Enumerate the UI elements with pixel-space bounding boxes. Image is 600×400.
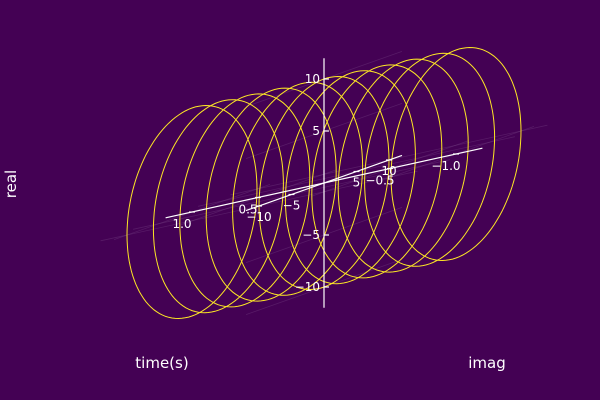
- x-tick-label: 0.5: [238, 203, 257, 217]
- y-tick-label: −10: [246, 210, 271, 224]
- series-ring: [390, 46, 522, 262]
- series-ring: [284, 70, 416, 285]
- series-ring: [179, 93, 311, 308]
- y-tick-label: −5: [283, 199, 301, 213]
- y-axis-label: imag: [468, 354, 506, 372]
- x-tick-label: −0.5: [365, 174, 394, 188]
- series-ring: [311, 64, 443, 279]
- ticks: −1.0 −0.5 0.5 1.0 −10 −5 5 10 −10 −5 5 10: [172, 72, 460, 294]
- series-ring: [152, 99, 284, 314]
- series-ring: [126, 104, 258, 320]
- series-ring: [337, 58, 469, 273]
- z-tick-label: −5: [302, 228, 320, 242]
- x-tick-label: −1.0: [431, 159, 460, 173]
- x-axis-label: time(s): [135, 354, 188, 372]
- x-tick-label: 1.0: [172, 217, 191, 231]
- axes: [165, 58, 483, 308]
- series-ring: [205, 87, 337, 302]
- curves: [126, 46, 522, 320]
- z-tick-label: 5: [312, 124, 320, 138]
- z-tick-label: −10: [295, 280, 320, 294]
- y-tick-label: 5: [353, 176, 361, 190]
- series-ring: [232, 81, 364, 296]
- series-ring: [364, 52, 496, 267]
- y-tick-label: 10: [381, 164, 396, 178]
- z-tick-label: 10: [305, 72, 320, 86]
- z-axis-label: real: [2, 170, 20, 198]
